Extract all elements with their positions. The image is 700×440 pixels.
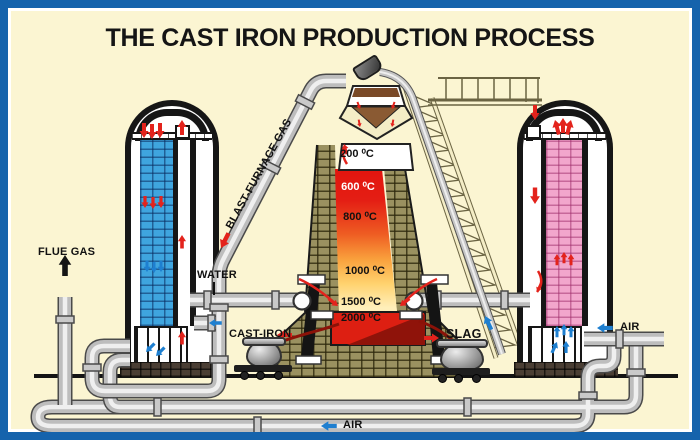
flue-gas-label: FLUE GAS [38,246,96,258]
right-stove-lintel [524,132,606,140]
water-stub-arrow [209,319,222,327]
water-pointer-line [213,282,215,295]
furnace-throat-band [337,143,415,171]
left-stove-flue-arrows [143,260,168,359]
left-stove-inner-wall [173,140,178,326]
bustle-pipe-left [292,291,312,311]
temp-label-2000: 2000 ⁰C [341,312,381,324]
skip-cable [379,68,506,356]
air-bottom-label: AIR [343,419,363,431]
tap-flange-right [399,310,423,320]
pipe-bottom-network [30,341,644,432]
charging-hopper [338,85,414,141]
tuyere-left [295,274,326,365]
water-label: WATER [197,269,237,281]
temp-label-200: 200 ⁰C [340,148,374,160]
temp-label-600: 600 ⁰C [341,181,375,193]
pipe-collars [55,93,646,432]
tap-flange-left [310,310,334,320]
air-right-arrow [597,323,613,333]
furnace-flow-arrows [298,101,438,309]
slag-label: SLAG [446,327,482,341]
temp-label-1500: 1500 ⁰C [341,296,381,308]
right-stove-hot-arrows [530,105,576,266]
page-title: THE CAST IRON PRODUCTION PROCESS [105,24,595,52]
air-bottom-arrow [321,421,337,431]
right-stove-valve [526,125,541,139]
left-stove-channel-wall [190,140,196,326]
right-stove-inner-wall [541,140,546,326]
pipe-blast-furnace-gas-downcomer [84,73,346,399]
cast-iron-label: CAST-IRON [229,328,292,340]
furnace-outline [276,144,458,376]
temp-label-1000: 1000 ⁰C [345,265,385,277]
arrows-layer [58,101,613,431]
pipes-layer [30,68,664,432]
air-right-label: AIR [620,321,640,333]
flue-gas-arrow [58,255,72,276]
left-stove-gas-arrows [139,120,187,345]
skip-track-arrow [480,314,496,332]
hot-blast-curve-arrow [534,270,544,294]
left-stove-checker-bricks [140,140,173,326]
right-stove-air-arrows [548,324,575,355]
temp-label-800: 800 ⁰C [343,211,377,223]
right-stove-checker-bricks [546,140,582,326]
left-stove-lintel [132,132,212,140]
left-stove-foundation [120,362,224,377]
right-stove-channel-wall [582,140,588,326]
